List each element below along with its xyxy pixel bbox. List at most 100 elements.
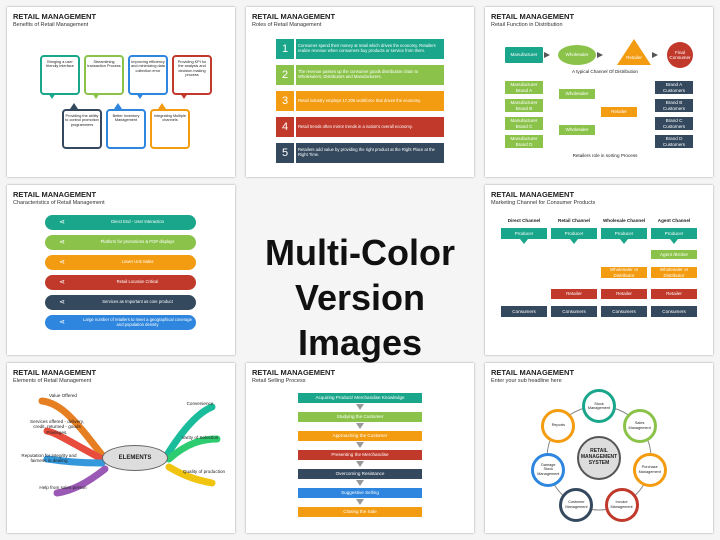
slide-subtitle: Retail Selling Process bbox=[252, 378, 306, 384]
element-branch bbox=[163, 403, 216, 459]
producer-box: Producer bbox=[551, 228, 597, 239]
cycle-node: Customer Management bbox=[559, 487, 594, 522]
channel-header: Direct Channel bbox=[507, 218, 541, 223]
caption-typical-channel: A typical Channel Of Distribution bbox=[572, 69, 638, 74]
wholesaler-box: Wholesaler bbox=[559, 125, 595, 135]
role-number: 2 bbox=[276, 65, 294, 85]
center-node: RETAIL MANAGEMENT SYSTEM bbox=[577, 436, 621, 480]
share-icon: ⋖ bbox=[45, 255, 79, 270]
slide-title: RETAIL MANAGEMENT bbox=[491, 190, 575, 199]
benefit-text: Streamlining transaction Process bbox=[87, 60, 121, 69]
wholesaler-box: Wholesaler or Distributor bbox=[651, 267, 697, 278]
headline-line-2: Version Images bbox=[294, 277, 426, 363]
slide-title: RETAIL MANAGEMENT bbox=[491, 368, 575, 377]
down-arrow bbox=[670, 239, 678, 244]
manufacturer-brand-box: Manufacturer Brand B bbox=[505, 99, 543, 112]
selling-step: Suggestive Selling bbox=[298, 488, 422, 498]
share-icon: ⋖ bbox=[45, 275, 79, 290]
down-arrow bbox=[356, 442, 364, 448]
channel-header: Agent Channel bbox=[657, 218, 691, 223]
share-icon: ⋖ bbox=[45, 235, 79, 250]
slide-title: RETAIL MANAGEMENT bbox=[13, 12, 97, 21]
role-number: 1 bbox=[276, 39, 294, 59]
characteristic-bar: Platform for promotions & POP displays bbox=[79, 235, 196, 250]
slide-subtitle: Elements of Retail Management bbox=[13, 378, 92, 384]
consumers-box: Consumers bbox=[501, 306, 547, 317]
share-icon: ⋖ bbox=[45, 295, 79, 310]
selling-step: Closing the Sale bbox=[298, 507, 422, 517]
benefit-text: Improving efficiency and minimizing data… bbox=[131, 60, 165, 73]
role-number: 5 bbox=[276, 143, 294, 163]
bubble-tail bbox=[48, 93, 56, 99]
element-branch bbox=[38, 397, 106, 459]
down-arrow bbox=[570, 239, 578, 244]
cycle-node: Stock Management bbox=[582, 389, 616, 423]
flow-arrow bbox=[597, 52, 603, 58]
producer-box: Producer bbox=[651, 228, 697, 239]
selling-step: Acquiring Product/ Merchandise Knowledge bbox=[298, 393, 422, 403]
element-branch bbox=[165, 435, 221, 463]
manufacturer-brand-box: Manufacturer Brand A bbox=[505, 81, 543, 94]
selling-step: Studying the Customer bbox=[298, 412, 422, 422]
down-arrow bbox=[620, 239, 628, 244]
role-text: The revenue passes up the consumer goods… bbox=[296, 65, 444, 85]
bubble-tail bbox=[92, 93, 100, 99]
slide-title: RETAIL MANAGEMENT bbox=[13, 190, 97, 199]
element-branch bbox=[43, 455, 106, 467]
producer-box: Producer bbox=[601, 228, 647, 239]
element-left-label: Reputation for integrity and fairness in… bbox=[21, 453, 77, 464]
element-left-label: Services offered - delivery, credit, ret… bbox=[30, 419, 84, 435]
slide-subtitle: Marketing Channel for Consumer Products bbox=[491, 200, 596, 206]
consumers-box: Consumers bbox=[651, 306, 697, 317]
element-right-label: Convenience bbox=[186, 401, 214, 406]
down-arrow bbox=[356, 404, 364, 410]
cycle-node: Purchase Management bbox=[632, 452, 667, 487]
selling-step: Presenting the Merchandise bbox=[298, 450, 422, 460]
bubble-tail bbox=[70, 103, 78, 109]
slide-title: RETAIL MANAGEMENT bbox=[13, 368, 97, 377]
slide-title: RETAIL MANAGEMENT bbox=[252, 368, 336, 377]
channel-header: Wholesale Channel bbox=[602, 218, 646, 223]
final-consumer-circle: Final Consumer bbox=[667, 42, 693, 68]
benefit-bubble: Streamlining transaction Process bbox=[84, 55, 124, 95]
characteristic-bar: Retail Location Critical bbox=[79, 275, 196, 290]
down-arrow bbox=[520, 239, 528, 244]
share-icon: ⋖ bbox=[45, 315, 79, 330]
role-text: Retail industry employs 17,205 workforce… bbox=[296, 91, 444, 111]
retailer-box: Retailer bbox=[601, 289, 647, 299]
element-left-label: Help from sales person bbox=[39, 485, 87, 490]
down-arrow bbox=[356, 480, 364, 486]
slide-subtitle: Characteristics of Retail Management bbox=[13, 200, 105, 206]
element-right-label: Varity of Selection bbox=[181, 435, 219, 440]
slide-subtitle: Enter your sub headline here bbox=[491, 378, 562, 384]
manufacturer-brand-box: Manufacturer Brand C bbox=[505, 117, 543, 130]
role-text: Retail trends often mirror trends in a n… bbox=[296, 117, 444, 137]
slide-title: RETAIL MANAGEMENT bbox=[252, 12, 336, 21]
flow-arrow bbox=[544, 52, 550, 58]
channel-header: Retail Channel bbox=[558, 218, 590, 223]
bubble-tail bbox=[180, 93, 188, 99]
brand-customer-box: Brand D Customers bbox=[655, 135, 693, 148]
retailer-label: Retailer bbox=[626, 55, 642, 60]
wholesaler-box: Wholesaler bbox=[559, 89, 595, 99]
bubble-tail bbox=[114, 103, 122, 109]
cycle-node: Invoice Management bbox=[604, 487, 639, 522]
selling-step: Overcoming Resistance bbox=[298, 469, 422, 479]
role-text: Consumer spend their money at retail whi… bbox=[296, 39, 444, 59]
characteristic-bar: Services as Important as core product bbox=[79, 295, 196, 310]
consumers-box: Consumers bbox=[551, 306, 597, 317]
manufacturer-brand-box: Manufacturer Brand D bbox=[505, 135, 543, 148]
element-branch bbox=[165, 463, 216, 487]
cycle-node: Sales Management bbox=[622, 408, 657, 443]
producer-box: Producer bbox=[501, 228, 547, 239]
down-arrow bbox=[356, 461, 364, 467]
